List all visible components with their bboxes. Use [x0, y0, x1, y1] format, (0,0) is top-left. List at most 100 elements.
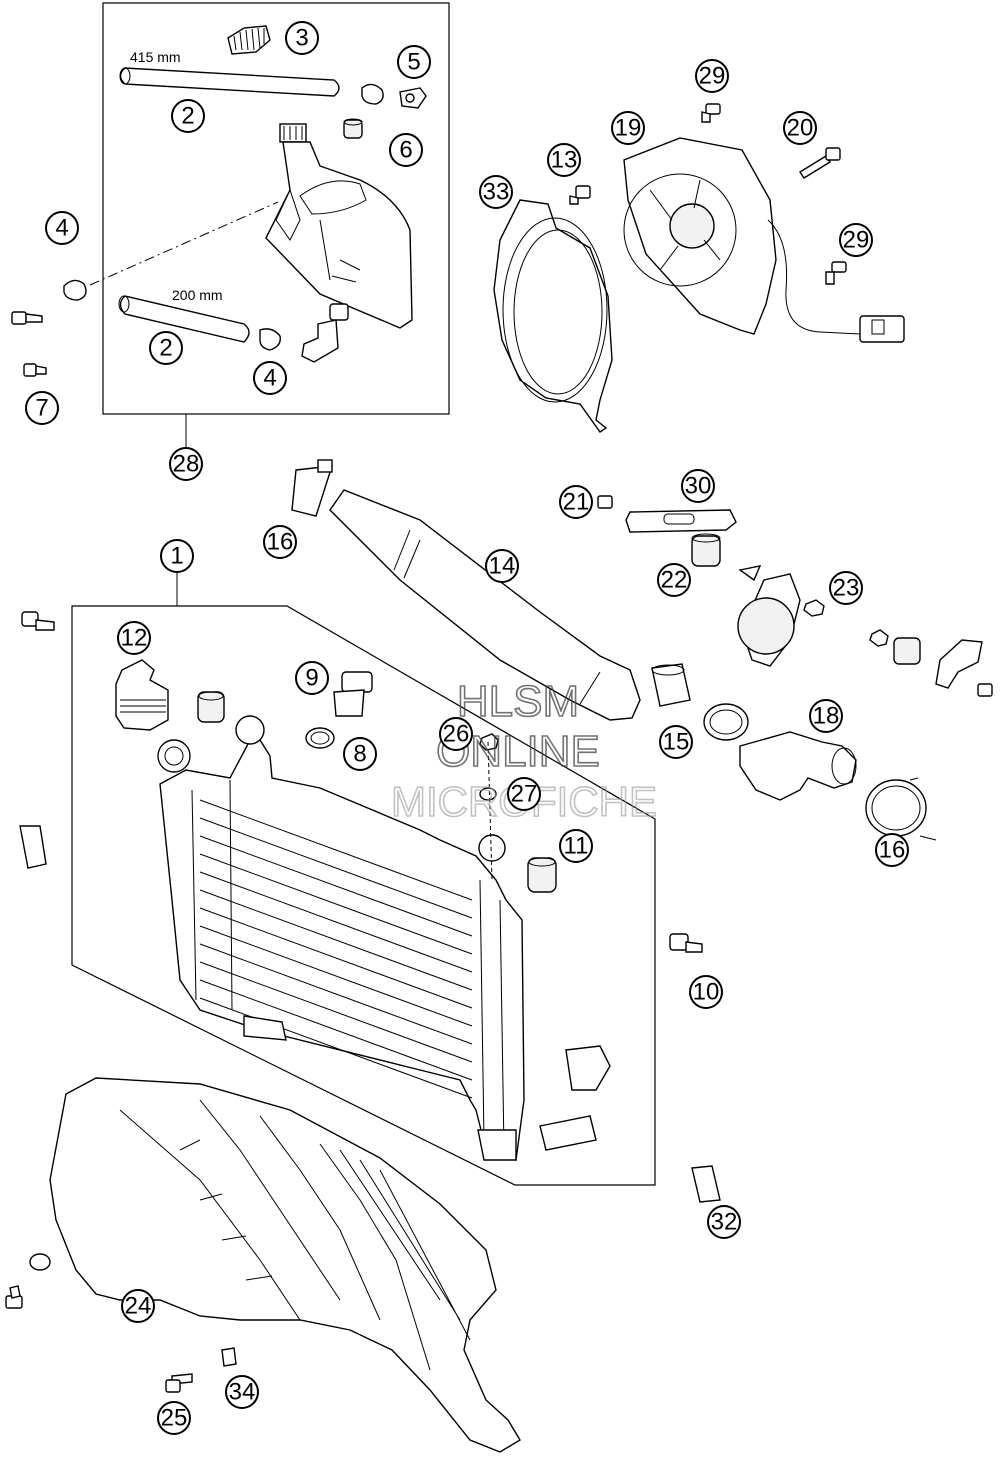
svg-text:10: 10 — [693, 979, 720, 1006]
callout-28: 28 — [169, 447, 203, 481]
svg-text:24: 24 — [125, 1293, 152, 1320]
callout-33: 33 — [479, 175, 513, 209]
elbow-fitting-drawing — [301, 303, 349, 363]
callout-20: 20 — [783, 111, 817, 145]
svg-text:20: 20 — [787, 115, 814, 142]
clip-nut-32-drawing — [691, 1165, 721, 1203]
callout-3: 3 — [285, 21, 319, 55]
screw-left-drawing — [11, 311, 43, 325]
washer-27-drawing — [479, 787, 497, 801]
spring-nut-34-drawing — [221, 1347, 237, 1367]
callout-7: 7 — [25, 391, 59, 425]
svg-text:16: 16 — [267, 529, 294, 556]
callout-12: 12 — [117, 621, 151, 655]
callout-4-lower: 4 — [253, 361, 287, 395]
svg-text:5: 5 — [407, 49, 420, 76]
expansion-tank-group-frame — [102, 2, 450, 415]
svg-text:34: 34 — [229, 1379, 256, 1406]
clamp-5-drawing — [361, 83, 427, 109]
hose-length-200: 200 mm — [172, 287, 223, 303]
callout-30: 30 — [681, 469, 715, 503]
horn-drawing — [737, 565, 801, 667]
hose-clamp-15-upper-drawing — [651, 663, 691, 707]
screw-21-drawing — [597, 495, 613, 509]
svg-text:3: 3 — [295, 25, 308, 52]
hose-2-upper-drawing — [119, 67, 340, 97]
fan-19-drawing — [623, 137, 905, 343]
callout-34: 34 — [225, 1375, 259, 1409]
horn-mount-right-drawing — [869, 629, 993, 697]
svg-text:28: 28 — [173, 451, 200, 478]
callout-25: 25 — [157, 1401, 191, 1435]
svg-text:6: 6 — [399, 137, 412, 164]
callout-15: 15 — [659, 725, 693, 759]
grommet-upper-left-drawing — [197, 691, 225, 723]
dash-guide-radiator — [487, 741, 493, 881]
svg-text:11: 11 — [564, 833, 589, 860]
svg-text:27: 27 — [511, 781, 538, 808]
svg-text:15: 15 — [663, 729, 690, 756]
callout-16-right: 16 — [875, 833, 909, 867]
callouts: 1 2 2 3 4 4 5 6 7 8 9 10 11 12 13 14 15 … — [25, 21, 909, 1435]
radiator-spoiler-24-drawing — [49, 1077, 521, 1453]
callout-9: 9 — [295, 661, 329, 695]
callout-4-upper: 4 — [45, 211, 79, 245]
screw-spoiler-left-drawing — [5, 1285, 23, 1309]
svg-text:22: 22 — [661, 567, 688, 594]
svg-text:13: 13 — [551, 147, 578, 174]
hose-18-drawing — [739, 731, 857, 801]
callout-19: 19 — [611, 111, 645, 145]
clamp-4-lower-drawing — [259, 328, 281, 351]
svg-text:4: 4 — [263, 365, 276, 392]
radiator-group-frame — [71, 605, 656, 1186]
hose-length-415: 415 mm — [130, 49, 181, 65]
nut-26-drawing — [479, 733, 499, 751]
callout-29-upper: 29 — [695, 59, 729, 93]
hose-clamp-16-right-drawing — [865, 777, 937, 841]
hose-clamp-16-top-drawing — [291, 459, 333, 517]
callout-24: 24 — [121, 1289, 155, 1323]
dash-dot-guide — [89, 201, 279, 286]
filler-cap-12-drawing — [115, 659, 169, 731]
callout-27: 27 — [507, 777, 541, 811]
bolt-13-drawing — [569, 185, 591, 205]
callout-23: 23 — [829, 571, 863, 605]
callout-2-lower: 2 — [149, 331, 183, 365]
svg-text:9: 9 — [305, 665, 318, 692]
callout-5: 5 — [397, 45, 431, 79]
svg-text:2: 2 — [181, 103, 194, 130]
cap-3-drawing — [227, 25, 271, 55]
hose-clamp-15-lower-drawing — [703, 703, 749, 741]
clamp-4-upper-drawing — [63, 279, 87, 301]
svg-text:33: 33 — [483, 179, 510, 206]
radiator-hose-14-drawing — [329, 489, 641, 721]
svg-text:25: 25 — [161, 1405, 188, 1432]
callout-8: 8 — [343, 737, 377, 771]
callout-6: 6 — [389, 133, 423, 167]
hose-2-lower-drawing — [118, 295, 250, 343]
svg-text:19: 19 — [615, 115, 642, 142]
callout-1: 1 — [160, 539, 194, 573]
svg-text:32: 32 — [711, 1209, 738, 1236]
callout-16-top: 16 — [263, 525, 297, 559]
grommet-6-drawing — [343, 118, 363, 139]
svg-text:21: 21 — [563, 489, 590, 516]
callout-2-upper: 2 — [171, 99, 205, 133]
bolt-20-drawing — [799, 147, 841, 179]
clip-nut-left-drawing — [19, 825, 47, 869]
bolt-10-drawing — [669, 933, 703, 953]
svg-text:30: 30 — [685, 473, 712, 500]
svg-text:2: 2 — [159, 335, 172, 362]
svg-text:26: 26 — [443, 721, 470, 748]
svg-text:16: 16 — [879, 837, 906, 864]
temp-sensor-9-drawing — [333, 671, 373, 717]
callout-13: 13 — [547, 143, 581, 177]
svg-text:29: 29 — [843, 227, 870, 254]
grommet-11-drawing — [527, 857, 557, 893]
callout-26: 26 — [439, 717, 473, 751]
bolt-25-drawing — [165, 1373, 193, 1393]
svg-text:23: 23 — [833, 575, 860, 602]
callout-14: 14 — [485, 549, 519, 583]
svg-text:8: 8 — [353, 741, 366, 768]
